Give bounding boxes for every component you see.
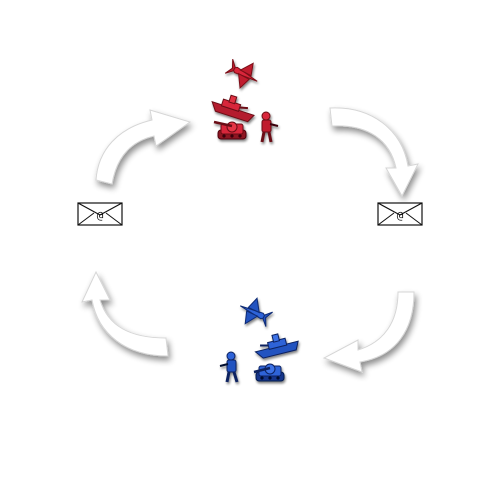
arrow-left-to-red bbox=[95, 109, 192, 185]
arrow-blue-to-left bbox=[81, 270, 169, 357]
envelope-at-symbol: @ bbox=[97, 209, 104, 222]
red-team-units bbox=[211, 59, 279, 143]
battleship-icon bbox=[254, 333, 299, 359]
arrow-red-to-right bbox=[329, 107, 419, 198]
tank-icon bbox=[253, 363, 285, 382]
tank-icon bbox=[213, 120, 247, 140]
soldier-icon bbox=[219, 351, 239, 383]
jet-icon bbox=[224, 59, 258, 90]
battleship-icon bbox=[211, 94, 255, 123]
blue-team-units bbox=[219, 297, 299, 383]
envelope-icon: @ bbox=[77, 202, 123, 226]
envelope-left: @ bbox=[77, 202, 123, 226]
arrow-right-to-blue bbox=[322, 291, 415, 373]
envelope-right: @ bbox=[377, 202, 423, 226]
envelope-at-symbol: @ bbox=[397, 209, 404, 222]
envelope-icon: @ bbox=[377, 202, 423, 226]
jet-icon bbox=[239, 297, 273, 327]
soldier-icon bbox=[260, 111, 279, 143]
